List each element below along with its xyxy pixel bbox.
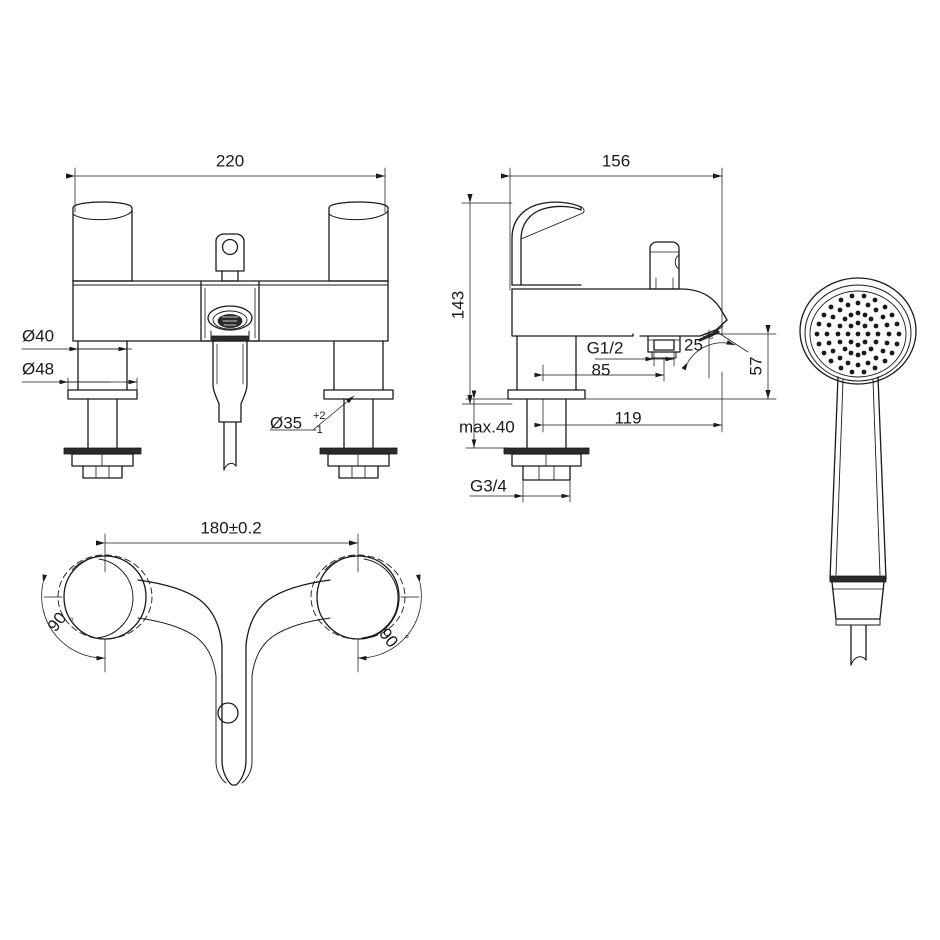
side-height-label: 143 xyxy=(448,291,467,319)
front-handle-diameter-label: Ø40 xyxy=(22,326,54,345)
side-outlet-offset-dimension xyxy=(534,357,665,382)
side-pedestal xyxy=(503,335,590,481)
side-outlet-offset-label: 85 xyxy=(592,360,611,379)
front-diverter-assembly xyxy=(200,233,260,471)
front-hole-diameter-label: Ø35 xyxy=(270,413,302,432)
side-diverter-knob xyxy=(649,241,680,290)
side-handshower-offset-dimension xyxy=(534,371,723,433)
side-spout-angle-dimension xyxy=(681,329,749,379)
front-handle-diameter-dimension xyxy=(21,340,133,381)
front-view xyxy=(21,167,398,479)
top-body-outline xyxy=(137,579,331,786)
side-supply-thread-dimension xyxy=(469,479,571,503)
side-projection-label: 156 xyxy=(602,151,630,170)
top-right-swivel-dimension xyxy=(357,574,422,673)
side-height-dimension xyxy=(461,194,513,405)
front-hole-diameter-leader xyxy=(269,395,355,431)
top-centre-distance-dimension xyxy=(96,533,359,573)
side-outlet-thread-dimension xyxy=(594,351,675,367)
side-spout-height-dimension xyxy=(585,325,777,400)
side-projection-dimension xyxy=(501,167,723,336)
top-right-swivel-degree-icon: ° xyxy=(398,633,410,644)
top-left-swivel-dimension xyxy=(41,574,106,673)
handshower-spray-face xyxy=(814,293,902,375)
top-centre-distance-label: 180±0.2 xyxy=(200,518,261,537)
handshower-handle xyxy=(829,376,887,583)
side-spout-height-label: 57 xyxy=(746,357,765,376)
side-view xyxy=(461,167,777,503)
side-spout-angle-label: 25 xyxy=(684,335,703,354)
side-handshower-offset-label: 119 xyxy=(614,408,641,427)
side-outlet-thread-label: G1/2 xyxy=(587,338,624,357)
handshower-head xyxy=(799,277,917,385)
front-overall-width-label: 220 xyxy=(216,151,244,170)
side-supply-thread-label: G3/4 xyxy=(470,476,507,495)
handshower-hose-connector xyxy=(831,581,885,626)
front-base-diameter-dimension xyxy=(21,377,138,391)
front-right-base xyxy=(319,340,398,479)
side-deck-thickness-dimension xyxy=(465,390,513,449)
front-base-diameter-label: Ø48 xyxy=(22,359,54,378)
handshower-view xyxy=(799,277,917,666)
side-deck-thickness-label: max.40 xyxy=(459,417,515,436)
front-hole-diameter-tolerance-lower: -1 xyxy=(313,424,323,436)
top-view xyxy=(41,533,422,786)
handshower-hose xyxy=(850,624,867,666)
side-spout-angle-degree-icon: ° xyxy=(709,335,713,347)
top-left-swivel-degree-icon: ° xyxy=(68,616,80,627)
top-diverter-hole xyxy=(217,702,239,724)
front-hole-diameter-tolerance-upper: +2 xyxy=(313,410,326,422)
